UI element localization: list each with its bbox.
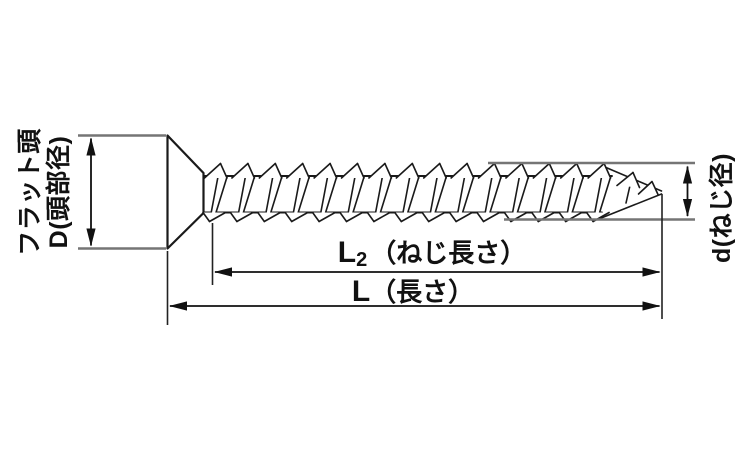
thread-crest-bottom: [394, 211, 419, 223]
thread-length-label: L2（ねじ長さ）: [338, 236, 526, 271]
thread-crest-top: [203, 162, 228, 179]
tip-thread-crest: [637, 180, 659, 196]
thread-flank-edge: [379, 176, 393, 214]
thread-diameter-label: d(ねじ径): [708, 153, 736, 263]
thread-flank-edge: [489, 176, 502, 214]
screw-head: [166, 134, 205, 250]
thread-crest-bottom: [311, 211, 336, 223]
thread-crest-top: [587, 162, 612, 179]
thread-flank-edge: [242, 176, 256, 214]
head-diameter-label: D(頭部径): [44, 136, 73, 249]
total-length-symbol: L: [352, 275, 370, 308]
thread-flank-edge: [324, 176, 338, 214]
thread-crest-bottom: [339, 211, 364, 223]
thread-flank-edge: [543, 176, 557, 214]
thread-crest-bottom: [284, 211, 309, 223]
thread-flank-edge: [461, 176, 475, 214]
thread-crest-top: [285, 162, 310, 179]
dimension-d: [488, 161, 695, 221]
tip-taper-bottom-edge: [599, 193, 663, 220]
thread-crest-bottom: [476, 211, 501, 223]
tip-thread-crest: [616, 171, 641, 189]
thread-crest-top: [340, 162, 365, 179]
total-length-text: （長さ）: [370, 277, 474, 307]
thread-crest-top: [231, 162, 256, 179]
thread-crest-top: [450, 162, 475, 179]
thread-crest-bottom: [202, 211, 227, 223]
thread-crest-bottom: [448, 211, 473, 223]
total-length-label: L（長さ）: [352, 275, 474, 308]
thread-crest-top: [368, 162, 393, 179]
thread-crest-top: [395, 162, 420, 179]
thread-crest-bottom: [257, 211, 282, 223]
thread-group: [202, 162, 612, 223]
thread-length-text: （ねじ長さ）: [370, 238, 526, 268]
dimension-L2: [211, 194, 663, 319]
thread-crest-top: [532, 162, 557, 179]
thread-crest-bottom: [366, 211, 391, 223]
thread-flank-edge: [352, 176, 365, 214]
thread-crest-top: [258, 162, 283, 179]
thread-flank-edge: [215, 176, 228, 214]
thread-crest-top: [505, 162, 530, 179]
thread-flank-edge: [516, 176, 530, 214]
dimension-D: [78, 134, 166, 250]
dimension-L: [166, 251, 661, 325]
thread-length-subscript: 2: [356, 249, 367, 271]
screw-tip: [599, 166, 663, 220]
thread-crest-top: [559, 162, 584, 179]
thread-crest-bottom: [229, 211, 254, 223]
thread-crest-top: [422, 162, 447, 179]
thread-flank-edge: [406, 176, 420, 214]
thread-crest-top: [313, 162, 338, 179]
thread-flank-edge: [598, 176, 612, 214]
screw-drawing: [166, 134, 663, 250]
thread-crest-bottom: [421, 211, 446, 223]
thread-flank-edge: [571, 176, 585, 214]
thread-length-symbol: L: [338, 236, 356, 269]
thread-flank-edge: [269, 176, 283, 214]
thread-crest-top: [477, 162, 502, 179]
thread-flank-edge: [434, 176, 448, 214]
head-type-label: フラット頭: [16, 128, 44, 256]
thread-flank-edge: [297, 176, 311, 214]
